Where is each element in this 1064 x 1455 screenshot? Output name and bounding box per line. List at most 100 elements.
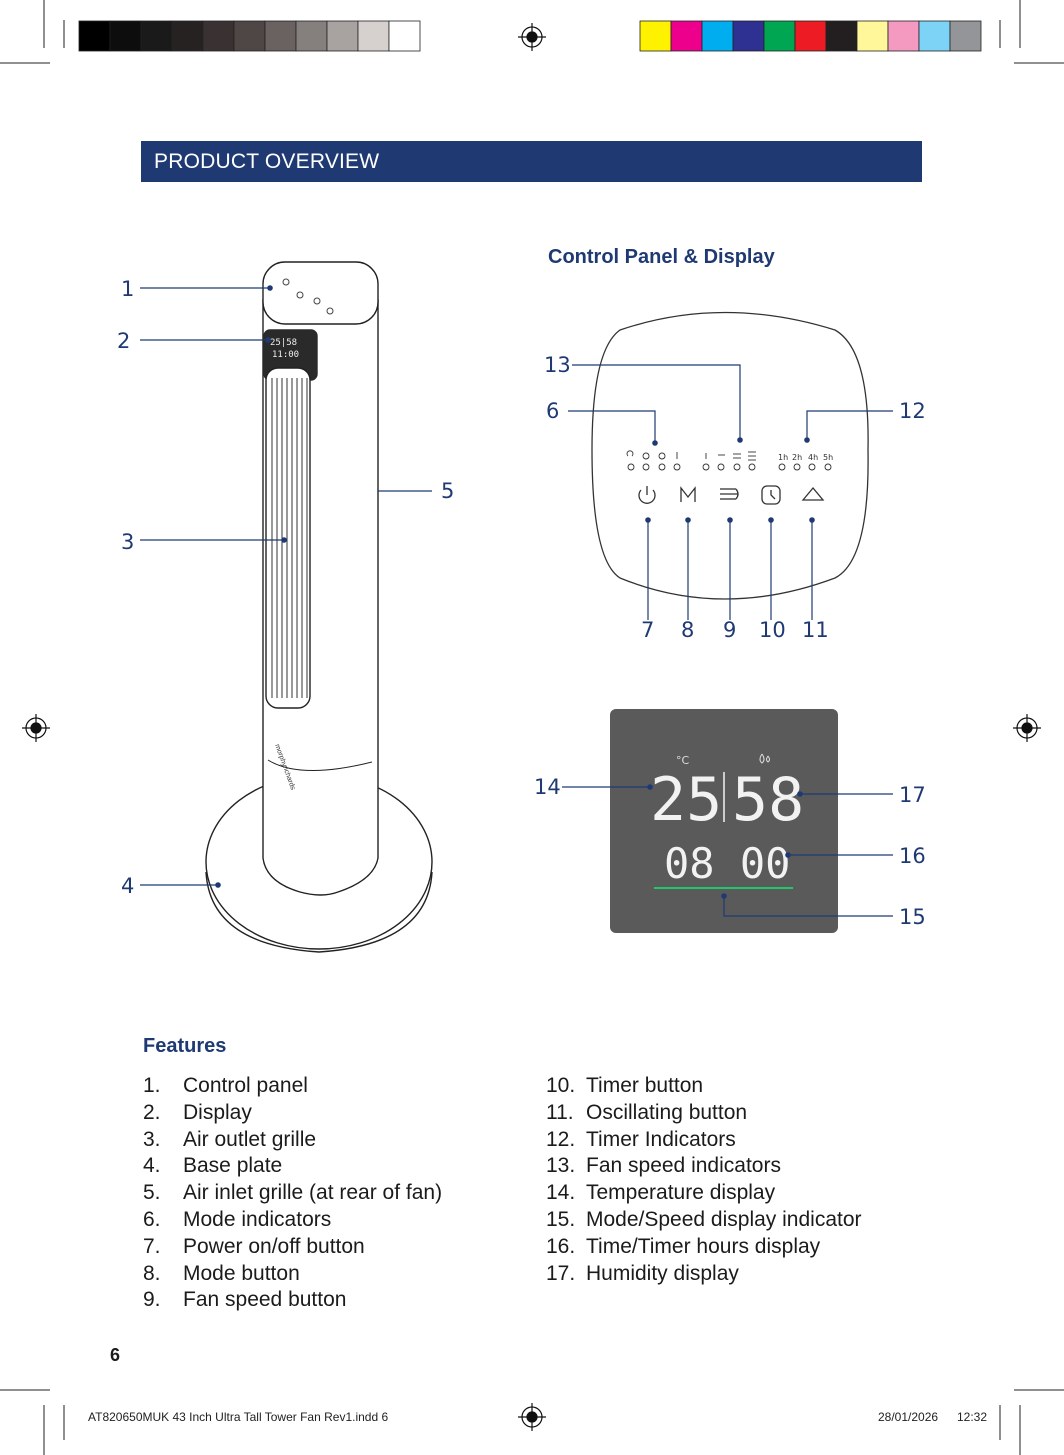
- callout-17: 17: [899, 783, 926, 807]
- fan-speed-icon: [720, 488, 739, 500]
- feature-item: 3.Air outlet grille: [143, 1127, 533, 1154]
- feature-item: 8.Mode button: [143, 1261, 533, 1288]
- indicator-led: [733, 463, 741, 471]
- registration-mark-right: [1013, 714, 1041, 742]
- feature-item: 12.Timer Indicators: [546, 1127, 936, 1154]
- control-panel-title: Control Panel & Display: [548, 246, 775, 268]
- footer-time: 12:32: [957, 1410, 988, 1424]
- colour-swatch: [78, 20, 111, 52]
- humidity-icon: [759, 753, 770, 764]
- feature-label: Control panel: [183, 1074, 308, 1097]
- colour-swatch: [326, 20, 359, 52]
- indicator-led: [824, 463, 832, 471]
- feature-number: 15.: [546, 1207, 576, 1231]
- timer-label-5h: 5h: [823, 453, 833, 462]
- feature-item: 1. Control panel: [143, 1073, 533, 1100]
- colour-swatch: [732, 20, 765, 52]
- oscillate-icon: [801, 486, 825, 501]
- feature-number: 8.: [143, 1261, 161, 1285]
- colour-swatch: [887, 20, 920, 52]
- feature-label: Timer button: [586, 1074, 704, 1097]
- colour-swatch: [949, 20, 982, 52]
- timer-label-4h: 4h: [808, 453, 818, 462]
- feature-number: 14.: [546, 1181, 576, 1205]
- colour-swatch: [140, 20, 173, 52]
- feature-item: 17. Humidity display: [546, 1261, 936, 1288]
- feature-label: Air inlet grille (at rear of fan): [183, 1181, 443, 1205]
- feature-item: 5. Air inlet grille (at rear of fan): [143, 1180, 533, 1207]
- mode-icon: [680, 486, 696, 502]
- control-panel-outline: [591, 311, 869, 600]
- svg-text:25|58: 25|58: [270, 338, 297, 348]
- feature-item: 16. Time/Timer hours display: [546, 1234, 936, 1261]
- indicator-led: [673, 463, 681, 471]
- feature-number: 16.: [546, 1234, 576, 1258]
- feature-number: 10.: [546, 1074, 576, 1097]
- colour-swatch: [763, 20, 796, 52]
- colour-swatch: [109, 20, 142, 52]
- indicator-led: [808, 463, 816, 471]
- colour-swatch: [794, 20, 827, 52]
- feature-label: Fan speed indicators: [586, 1154, 781, 1178]
- callout-11: 11: [802, 618, 829, 642]
- indicator-led: [778, 463, 786, 471]
- process-colour-bar: [639, 20, 982, 52]
- colour-swatch: [171, 20, 204, 52]
- colour-swatch: [233, 20, 266, 52]
- feature-label: Temperature display: [586, 1181, 776, 1205]
- colour-swatch: [670, 20, 703, 52]
- colour-swatch: [701, 20, 734, 52]
- colour-swatch: [825, 20, 858, 52]
- feature-label: Timer Indicators: [586, 1127, 736, 1151]
- colour-swatch: [357, 20, 390, 52]
- feature-label: Mode indicators: [183, 1207, 332, 1231]
- callout-1: 1: [121, 277, 135, 301]
- feature-number: 17.: [546, 1261, 576, 1285]
- registration-mark-top: [518, 23, 546, 51]
- callout-6: 6: [546, 399, 560, 423]
- colour-swatch: [264, 20, 297, 52]
- callout-3: 3: [121, 530, 135, 554]
- indicator-led: [702, 463, 710, 471]
- timer-icon: [761, 485, 781, 505]
- callout-12: 12: [899, 399, 926, 423]
- callout-8: 8: [681, 618, 695, 642]
- feature-label: Fan speed button: [183, 1288, 347, 1312]
- feature-item: 13.Fan speed indicators: [546, 1153, 936, 1180]
- feature-number: 11.: [546, 1100, 574, 1124]
- callout-16: 16: [899, 844, 926, 868]
- feature-label: Humidity display: [586, 1261, 739, 1285]
- callout-13: 13: [544, 353, 571, 377]
- feature-number: 7.: [143, 1234, 161, 1258]
- feature-label: Power on/off button: [183, 1234, 365, 1258]
- colour-swatch: [388, 20, 421, 52]
- humidity-digits: 58: [732, 765, 804, 835]
- feature-item: 6. Mode indicators: [143, 1207, 533, 1234]
- feature-number: 3.: [143, 1127, 161, 1151]
- feature-number: 6.: [143, 1207, 161, 1231]
- indicator-led: [627, 463, 635, 471]
- feature-number: 4.: [143, 1154, 161, 1178]
- indicator-led: [658, 463, 666, 471]
- svg-text:11:00: 11:00: [272, 350, 299, 360]
- indicator-led: [717, 463, 725, 471]
- callout-4: 4: [121, 874, 135, 898]
- footer-filename: AT820650MUK 43 Inch Ultra Tall Tower Fan…: [88, 1410, 389, 1424]
- feature-label: Time/Timer hours display: [586, 1234, 821, 1258]
- callout-7: 7: [641, 618, 655, 642]
- section-header-title: PRODUCT OVERVIEW: [154, 150, 380, 173]
- temp-unit-label: °C: [676, 754, 690, 767]
- feature-number: 5.: [143, 1181, 161, 1205]
- feature-item: 4.Base plate: [143, 1153, 533, 1180]
- registration-mark-left: [22, 714, 50, 742]
- indicator-icons: [626, 450, 756, 461]
- colour-swatch: [918, 20, 951, 52]
- feature-number: 1.: [143, 1074, 161, 1097]
- colour-swatch: [202, 20, 235, 52]
- page-number: 6: [110, 1345, 121, 1365]
